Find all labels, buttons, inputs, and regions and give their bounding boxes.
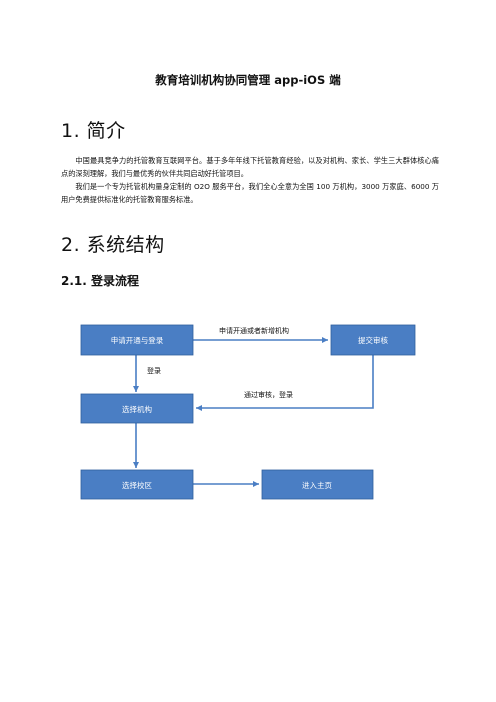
section-heading-intro: 1. 简介: [61, 120, 126, 142]
edge-submit-to-select-org: [196, 355, 374, 411]
svg-text:选择机构: 选择机构: [122, 404, 152, 414]
svg-text:进入主页: 进入主页: [302, 480, 332, 490]
node-select-campus: 选择校区: [80, 469, 194, 500]
node-submit-review: 提交审核: [330, 324, 416, 356]
document-title: 教育培训机构协同管理 app-iOS 端: [155, 73, 341, 87]
node-apply-and-login: 申请开通与登录: [80, 324, 194, 356]
edge-label-apply-or-add-org: 申请开通或者新增机构: [219, 326, 289, 335]
edge-label-login: 登录: [147, 366, 161, 375]
intro-paragraph-2: 我们是一个专为托管机构量身定制的 O2O 服务平台，我们全心全意为全国 100 …: [61, 182, 439, 204]
node-enter-home: 进入主页: [261, 469, 374, 500]
svg-text:选择校区: 选择校区: [122, 480, 152, 490]
intro-paragraph-1: 中国最具竞争力的托管教育互联网平台。基于多年年线下托管教育经验，以及对机构、家长…: [61, 156, 439, 178]
node-select-org: 选择机构: [80, 393, 194, 424]
svg-text:提交审核: 提交审核: [358, 335, 388, 345]
subsection-heading-login-flow: 2.1. 登录流程: [61, 274, 139, 288]
svg-text:申请开通与登录: 申请开通与登录: [111, 335, 164, 345]
edge-label-approved-login: 通过审核，登录: [244, 390, 293, 399]
section-heading-system-structure: 2. 系统结构: [61, 234, 165, 256]
